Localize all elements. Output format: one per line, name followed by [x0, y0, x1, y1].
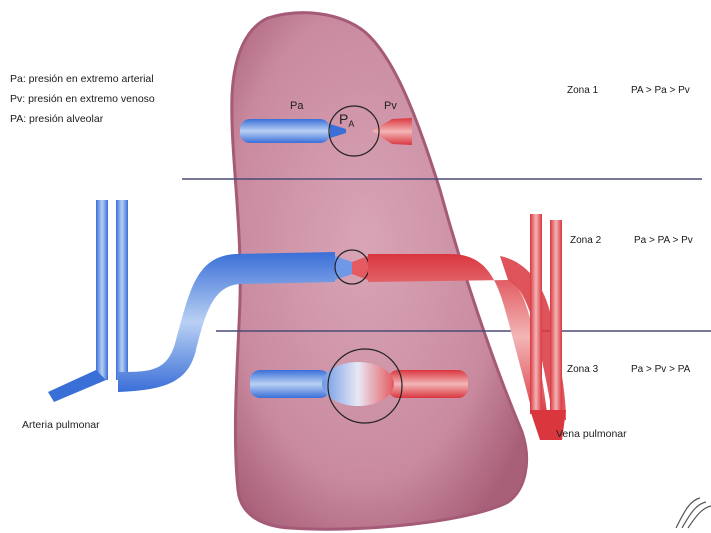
zone2-relation: Pa > PA > Pv	[634, 235, 693, 246]
zone1-relation: PA > Pa > Pv	[631, 85, 690, 96]
label-pv: Pv	[384, 100, 397, 112]
label-pa: Pa	[290, 100, 304, 112]
zone3-name: Zona 3	[567, 364, 599, 375]
zone2-name: Zona 2	[570, 235, 602, 246]
corner-mark	[676, 498, 711, 528]
legend-arterial: Pa: presión en extremo arterial	[10, 73, 154, 85]
vein-label: Vena pulmonar	[556, 428, 627, 440]
zone1-name: Zona 1	[567, 85, 599, 96]
legend-venous: Pv: presión en extremo venoso	[10, 93, 155, 105]
legend-alveolar: PA: presión alveolar	[10, 113, 104, 125]
artery-label: Arteria pulmonar	[22, 419, 100, 431]
zone3-relation: Pa > Pv > PA	[631, 364, 691, 375]
